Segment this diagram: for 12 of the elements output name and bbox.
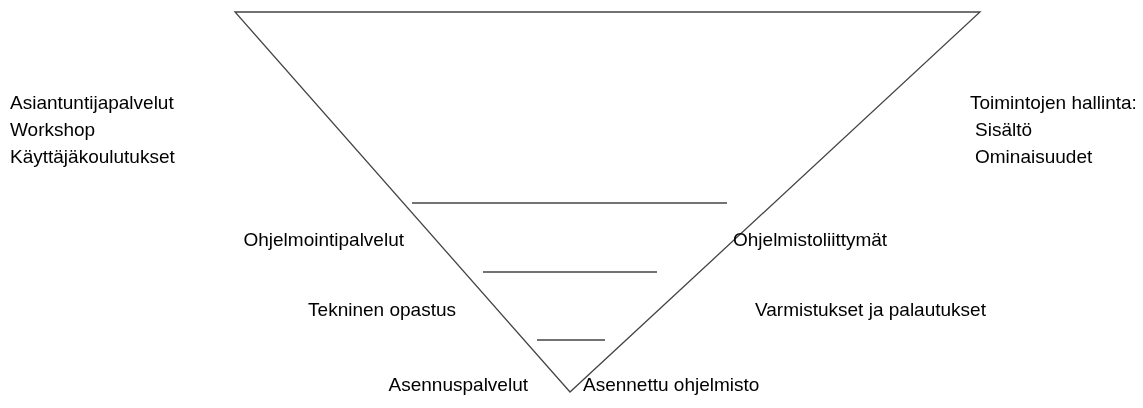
layer-label: Ohjelmointipalvelut	[243, 228, 404, 252]
layer-label: Toimintojen hallinta:	[970, 91, 1137, 115]
layer-label: Asennuspalvelut	[388, 373, 528, 397]
layer-label: Ominaisuudet	[975, 145, 1093, 169]
layer-label: Sisältö	[975, 118, 1033, 142]
layer-label: Asiantuntijapalvelut	[10, 91, 174, 115]
layer-label: Asennettu ohjelmisto	[583, 373, 760, 397]
layer-label: Varmistukset ja palautukset	[755, 298, 986, 322]
layer-label: Ohjelmistoliittymät	[733, 228, 888, 252]
layer-label: Tekninen opastus	[308, 298, 456, 322]
layer-label: Käyttäjäkoulutukset	[10, 145, 175, 169]
layer-label: Workshop	[10, 118, 96, 142]
